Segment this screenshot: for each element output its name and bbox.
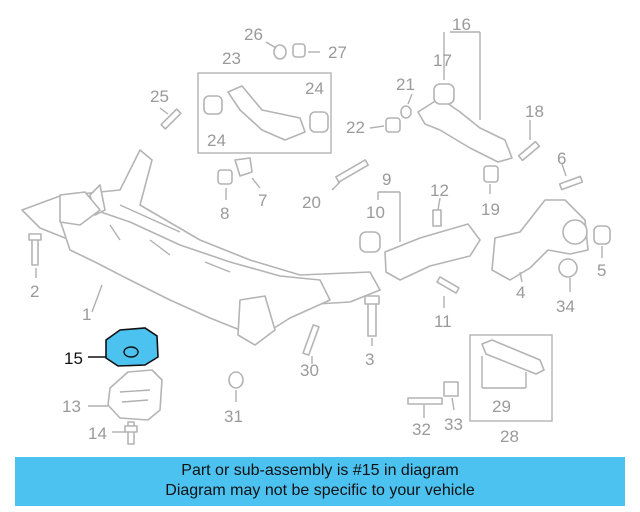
callout-12: 12 bbox=[430, 181, 449, 200]
info-banner: Part or sub-assembly is #15 in diagram D… bbox=[15, 457, 625, 506]
callout-16: 16 bbox=[452, 15, 471, 34]
group-box-28 bbox=[469, 334, 553, 422]
bushing-34 bbox=[558, 258, 578, 278]
leader-lines bbox=[35, 31, 603, 433]
callout-19: 19 bbox=[481, 200, 500, 219]
callout-30: 30 bbox=[300, 361, 319, 380]
callout-28: 28 bbox=[500, 427, 519, 446]
bolt-14 bbox=[124, 421, 138, 445]
banner-line-1: Part or sub-assembly is #15 in diagram bbox=[181, 462, 459, 479]
callout-6: 6 bbox=[557, 149, 566, 168]
callout-20: 20 bbox=[302, 193, 321, 212]
callout-10: 10 bbox=[366, 203, 385, 222]
parts-diagram: 1 2 3 4 5 6 7 8 9 10 11 12 13 14 15 16 1… bbox=[21, 15, 611, 446]
callout-34: 34 bbox=[556, 297, 575, 316]
nut-8 bbox=[217, 169, 233, 185]
nut-19 bbox=[483, 165, 499, 183]
bolt-12 bbox=[432, 209, 442, 227]
callout-9: 9 bbox=[382, 170, 391, 189]
callout-7: 7 bbox=[258, 191, 267, 210]
callout-4: 4 bbox=[516, 283, 525, 302]
link-29 bbox=[481, 339, 545, 375]
washer-21 bbox=[400, 105, 412, 119]
nut-31 bbox=[228, 371, 244, 389]
rear-subframe bbox=[21, 149, 381, 346]
callout-1: 1 bbox=[82, 305, 91, 324]
bracket-33 bbox=[443, 381, 459, 397]
callout-24b: 24 bbox=[207, 131, 226, 150]
nut-22 bbox=[385, 117, 401, 133]
callout-18: 18 bbox=[525, 102, 544, 121]
callout-21: 21 bbox=[396, 75, 415, 94]
nut-27 bbox=[292, 43, 306, 58]
bolt-3 bbox=[364, 295, 380, 337]
bolt-11 bbox=[436, 276, 460, 294]
callout-5: 5 bbox=[597, 261, 606, 280]
bolt-30 bbox=[302, 324, 320, 356]
bolt-20 bbox=[334, 159, 370, 183]
callout-26: 26 bbox=[244, 25, 263, 44]
upper-arm-23 bbox=[203, 85, 329, 141]
washer-26 bbox=[273, 44, 287, 60]
knuckle-4 bbox=[491, 199, 589, 281]
bolt-2 bbox=[28, 233, 42, 266]
callout-15: 15 bbox=[64, 349, 83, 368]
callout-22: 22 bbox=[346, 118, 365, 137]
callout-29: 29 bbox=[492, 397, 511, 416]
bracket-7 bbox=[234, 157, 253, 177]
bolt-18 bbox=[517, 140, 541, 162]
callout-24a: 24 bbox=[305, 79, 324, 98]
bolt-25 bbox=[160, 108, 182, 130]
callout-14: 14 bbox=[88, 424, 107, 443]
control-arm-9 bbox=[359, 223, 481, 281]
bolt-32 bbox=[407, 397, 443, 405]
control-arm-16 bbox=[417, 83, 513, 163]
callout-2: 2 bbox=[30, 282, 39, 301]
bolt-6 bbox=[558, 175, 584, 191]
callout-3: 3 bbox=[365, 350, 374, 369]
banner-line-2: Diagram may not be specific to your vehi… bbox=[165, 482, 475, 499]
callout-8: 8 bbox=[220, 204, 229, 223]
mount-bracket-13 bbox=[107, 369, 163, 421]
callout-31: 31 bbox=[224, 407, 243, 426]
group-box-23 bbox=[197, 72, 332, 154]
callout-23: 23 bbox=[222, 49, 241, 68]
subframe-mount-15 bbox=[105, 327, 159, 367]
callout-33: 33 bbox=[444, 415, 463, 434]
callout-11: 11 bbox=[434, 312, 452, 331]
bushing-5 bbox=[593, 225, 611, 245]
callout-27: 27 bbox=[328, 43, 347, 62]
callout-25: 25 bbox=[150, 87, 169, 106]
callout-32: 32 bbox=[412, 420, 431, 439]
callout-13: 13 bbox=[62, 397, 81, 416]
callout-17: 17 bbox=[433, 51, 452, 70]
